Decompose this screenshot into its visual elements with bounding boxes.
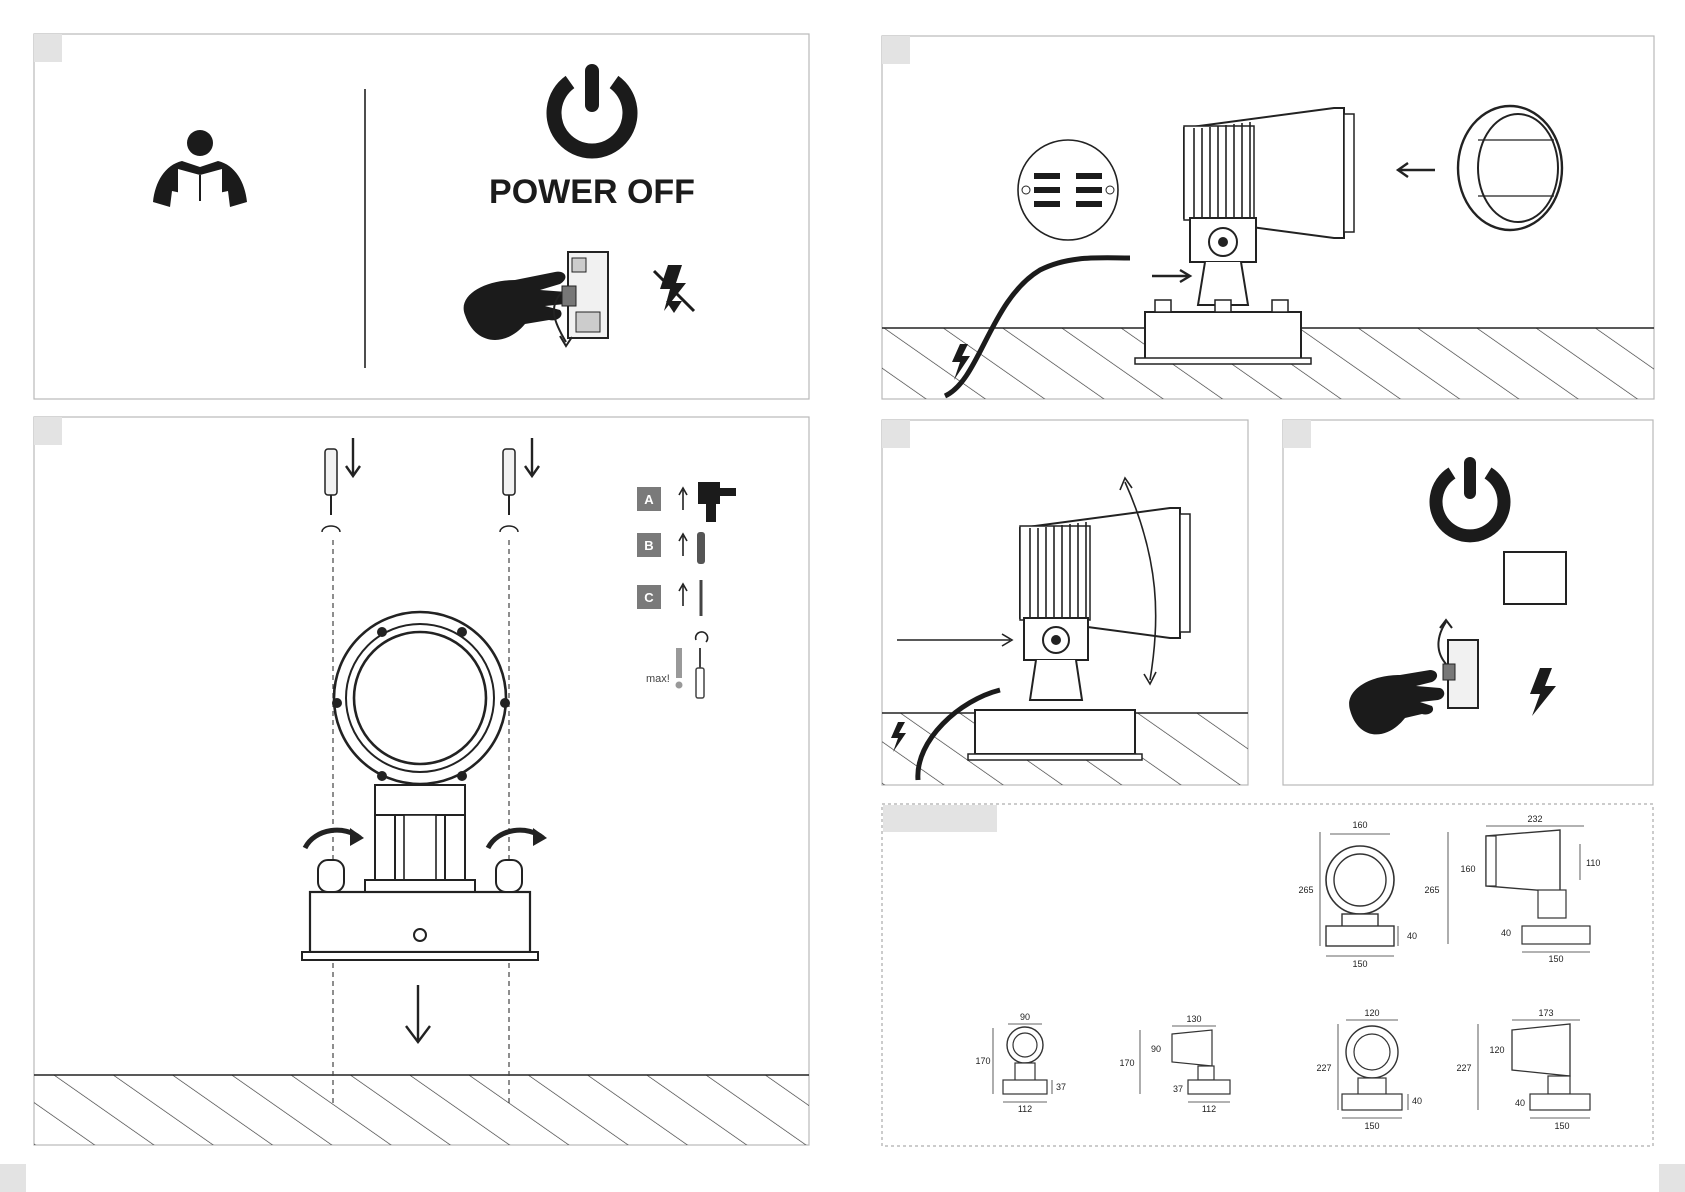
svg-text:37: 37 [1173, 1084, 1183, 1094]
svg-text:120: 120 [1489, 1045, 1504, 1055]
svg-text:B: B [644, 538, 653, 553]
svg-text:150: 150 [1548, 954, 1563, 964]
step-number-tab-4 [882, 420, 910, 448]
wiring-detail [1018, 140, 1118, 240]
step-number-tab-1 [34, 34, 62, 62]
step-number-tab-5 [1283, 420, 1311, 448]
svg-text:160: 160 [1352, 820, 1367, 830]
svg-text:90: 90 [1151, 1044, 1161, 1054]
max-torque-label: max! [646, 673, 670, 685]
panel-dimensions: 160 265 40 150 232 160 265 110 40 150 [882, 804, 1653, 1146]
dimensions-header-tab [883, 805, 997, 832]
svg-text:90: 90 [1020, 1012, 1030, 1022]
panel-power-on [1283, 420, 1653, 785]
svg-text:130: 130 [1186, 1014, 1201, 1024]
svg-text:170: 170 [1119, 1058, 1134, 1068]
svg-text:A: A [644, 492, 654, 507]
svg-text:150: 150 [1554, 1121, 1569, 1131]
front-cover [1458, 106, 1562, 230]
svg-text:173: 173 [1538, 1008, 1553, 1018]
svg-text:40: 40 [1515, 1098, 1525, 1108]
blank-box [1504, 552, 1566, 604]
power-off-label: POWER OFF [489, 173, 695, 211]
panel-tilt-adjust [882, 420, 1248, 785]
svg-text:C: C [644, 590, 654, 605]
svg-text:37: 37 [1056, 1082, 1066, 1092]
svg-text:150: 150 [1364, 1121, 1379, 1131]
step-number-tab-3 [34, 417, 62, 445]
step-number-tab-2 [882, 36, 910, 64]
svg-text:232: 232 [1527, 814, 1542, 824]
panel-wiring [882, 36, 1654, 399]
svg-text:227: 227 [1456, 1063, 1471, 1073]
wall-plug-icon [697, 532, 705, 564]
svg-text:40: 40 [1407, 931, 1417, 941]
ground-hatch [34, 1075, 809, 1145]
svg-text:265: 265 [1424, 885, 1439, 895]
svg-text:160: 160 [1460, 864, 1475, 874]
page-corner-tab-right [1659, 1164, 1685, 1192]
svg-text:170: 170 [975, 1056, 990, 1066]
svg-text:120: 120 [1364, 1008, 1379, 1018]
svg-text:227: 227 [1316, 1063, 1331, 1073]
svg-text:150: 150 [1352, 959, 1367, 969]
panel-mounting: A B C max! [34, 417, 809, 1145]
svg-text:112: 112 [1018, 1104, 1032, 1114]
svg-text:112: 112 [1202, 1104, 1216, 1114]
svg-text:40: 40 [1501, 928, 1511, 938]
svg-text:265: 265 [1298, 885, 1313, 895]
svg-text:110: 110 [1586, 858, 1600, 868]
page-corner-tab-left [0, 1164, 26, 1192]
panel-power-off: POWER OFF [34, 34, 809, 399]
svg-text:40: 40 [1412, 1096, 1422, 1106]
